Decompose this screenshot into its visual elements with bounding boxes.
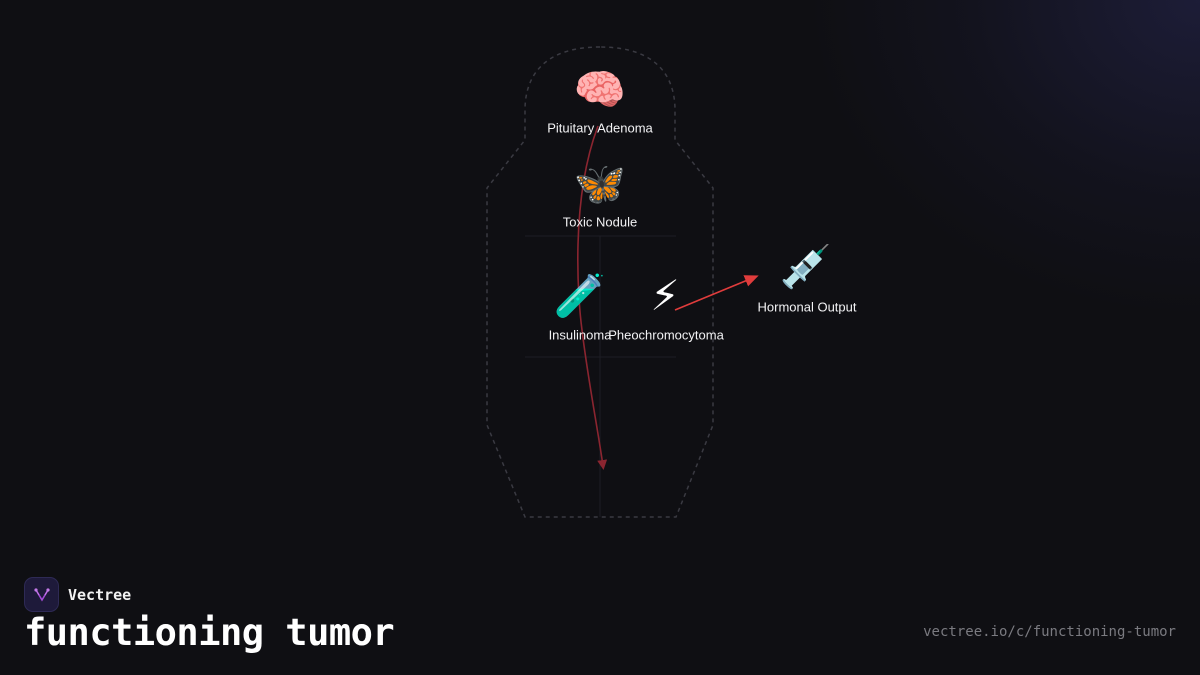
body-silhouette	[486, 46, 714, 518]
page-url[interactable]: vectree.io/c/functioning-tumor	[923, 624, 1176, 640]
node-label-output: Hormonal Output	[757, 299, 857, 315]
brain-icon: 🧠	[573, 65, 627, 114]
node-label-thyroid: Toxic Nodule	[562, 214, 638, 230]
test-tube-icon: 🧪	[553, 271, 607, 320]
edge-pituitary-to-lower-body	[577, 125, 608, 470]
vectree-logo-icon	[24, 577, 59, 612]
brand-name: Vectree	[68, 585, 132, 604]
edge-adrenal-to-output	[674, 275, 759, 311]
page-title: functioning tumor	[24, 611, 395, 654]
node-label-pituitary: Pituitary Adenoma	[547, 120, 653, 136]
syringe-icon: 💉	[779, 242, 833, 291]
brand[interactable]: Vectree	[24, 577, 131, 612]
node-label-adrenal: Pheochromocytoma	[608, 327, 724, 343]
lightning-icon: ⚡	[650, 271, 680, 320]
node-label-pancreas: Insulinoma	[548, 327, 612, 343]
butterfly-icon: 🦋	[573, 159, 627, 208]
